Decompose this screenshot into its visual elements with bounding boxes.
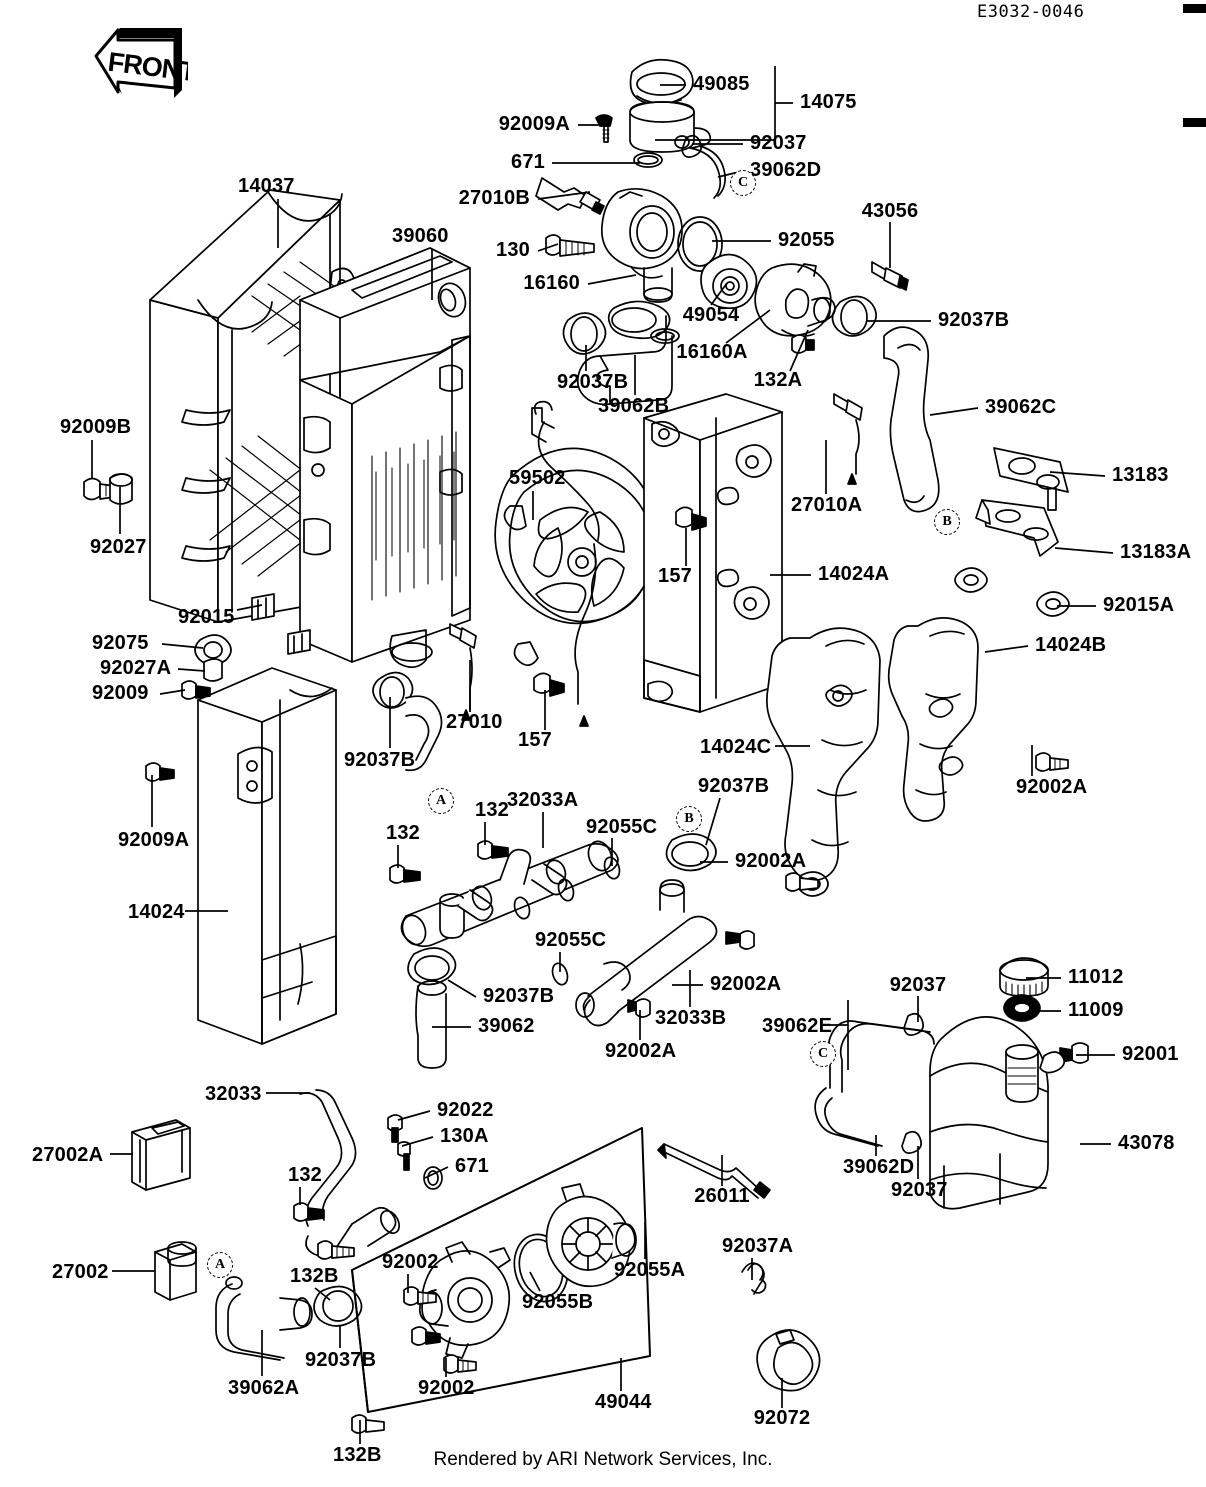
part-callout-92055: 92055 [778,229,835,251]
part-callout-27002A: 27002A [32,1144,104,1166]
part-callout-92001: 92001 [1122,1043,1179,1065]
part-callout-49085: 49085 [693,73,750,95]
part-callout-92002A: 92002A [605,1040,677,1062]
part-callout-92037B: 92037B [344,749,416,771]
part-callout-92027A: 92027A [100,657,172,679]
part-callout-59502: 59502 [509,467,566,489]
reference-marker-a: A [207,1252,233,1278]
part-callout-92009A: 92009A [118,829,190,851]
part-callout-92075: 92075 [92,632,149,654]
part-callout-39062B: 39062B [598,395,670,417]
registration-mark-bottom [1183,118,1206,127]
part-callout-132: 132 [288,1164,322,1186]
part-callout-14024C: 14024C [700,736,772,758]
part-callout-132B: 132B [333,1444,382,1466]
part-callout-130A: 130A [440,1125,489,1147]
part-callout-14024: 14024 [128,901,185,923]
part-callout-157: 157 [658,565,692,587]
reference-marker-a: A [428,788,454,814]
part-callout-92009: 92009 [92,682,149,704]
part-callout-27010B: 27010B [458,187,530,209]
part-callout-32033: 32033 [205,1083,262,1105]
part-callout-671: 671 [511,151,545,173]
part-callout-49044: 49044 [595,1391,652,1413]
part-callout-157: 157 [518,729,552,751]
part-callout-92037B: 92037B [938,309,1010,331]
part-callout-92037B: 92037B [698,775,770,797]
part-callout-92002A: 92002A [710,973,782,995]
part-callout-14037: 14037 [238,175,295,197]
reference-marker-b: B [676,806,702,832]
part-callout-92015: 92015 [178,606,235,628]
part-callout-92002A: 92002A [1016,776,1088,798]
part-callout-14024A: 14024A [818,563,890,585]
part-callout-92037: 92037 [891,1179,948,1201]
front-direction-arrow: FRONT [78,16,188,104]
part-callout-92037A: 92037A [722,1235,794,1257]
part-callout-32033B: 32033B [655,1007,727,1029]
part-callout-16160A: 16160A [676,341,748,363]
part-callout-92037B: 92037B [305,1349,377,1371]
part-callout-26011: 26011 [694,1185,750,1207]
part-callout-132: 132 [386,822,420,844]
part-callout-130: 130 [496,239,530,261]
part-callout-92015A: 92015A [1103,594,1175,616]
part-callout-13183: 13183 [1112,464,1169,486]
part-callout-39062A: 39062A [228,1377,300,1399]
part-callout-27010: 27010 [446,711,503,733]
part-callout-39062D: 39062D [843,1156,915,1178]
reference-marker-c: C [730,170,756,196]
part-callout-39062: 39062 [478,1015,535,1037]
part-callout-92002: 92002 [382,1251,439,1273]
part-callout-43056: 43056 [861,200,919,222]
part-callout-92022: 92022 [437,1099,494,1121]
part-callout-32033A: 32033A [507,789,579,811]
part-callout-39062D: 39062D [750,159,822,181]
part-callout-43078: 43078 [1118,1132,1175,1154]
reference-marker-c: C [810,1041,836,1067]
part-callout-92055C: 92055C [586,816,658,838]
part-callout-39062E: 39062E [762,1015,833,1037]
part-callout-92037: 92037 [889,974,947,996]
registration-mark-top [1183,4,1206,13]
part-callout-132A: 132A [753,369,803,391]
part-callout-92037B: 92037B [557,371,629,393]
part-callout-132: 132 [475,799,509,821]
part-callout-14024B: 14024B [1035,634,1107,656]
part-callout-27010A: 27010A [791,494,863,516]
part-callout-39060: 39060 [392,225,449,247]
part-callout-92002A: 92002A [735,850,807,872]
drawing-code: E3032-0046 [977,2,1085,22]
reference-marker-b: B [934,509,960,535]
part-callout-92009A: 92009A [498,113,570,135]
part-callout-92055A: 92055A [614,1259,686,1281]
part-callout-39062C: 39062C [985,396,1057,418]
part-callout-92037B: 92037B [483,985,555,1007]
part-callout-92027: 92027 [90,536,147,558]
part-callout-92072: 92072 [753,1407,811,1429]
part-callout-92055C: 92055C [535,929,607,951]
part-callout-11012: 11012 [1068,966,1124,988]
part-callout-132B: 132B [290,1265,339,1287]
part-callout-49054: 49054 [682,304,740,326]
part-callout-92002: 92002 [418,1377,475,1399]
part-callout-16160: 16160 [523,272,580,294]
part-callout-13183A: 13183A [1120,541,1192,563]
footer-credit: Rendered by ARI Network Services, Inc. [433,1449,773,1470]
part-callout-671: 671 [455,1155,489,1177]
part-callout-11009: 11009 [1068,999,1124,1021]
part-callout-27002: 27002 [52,1261,109,1283]
part-callout-92009B: 92009B [60,416,132,438]
part-callout-92037: 92037 [750,132,807,154]
part-callout-14075: 14075 [800,91,857,113]
part-callout-92055B: 92055B [522,1291,594,1313]
